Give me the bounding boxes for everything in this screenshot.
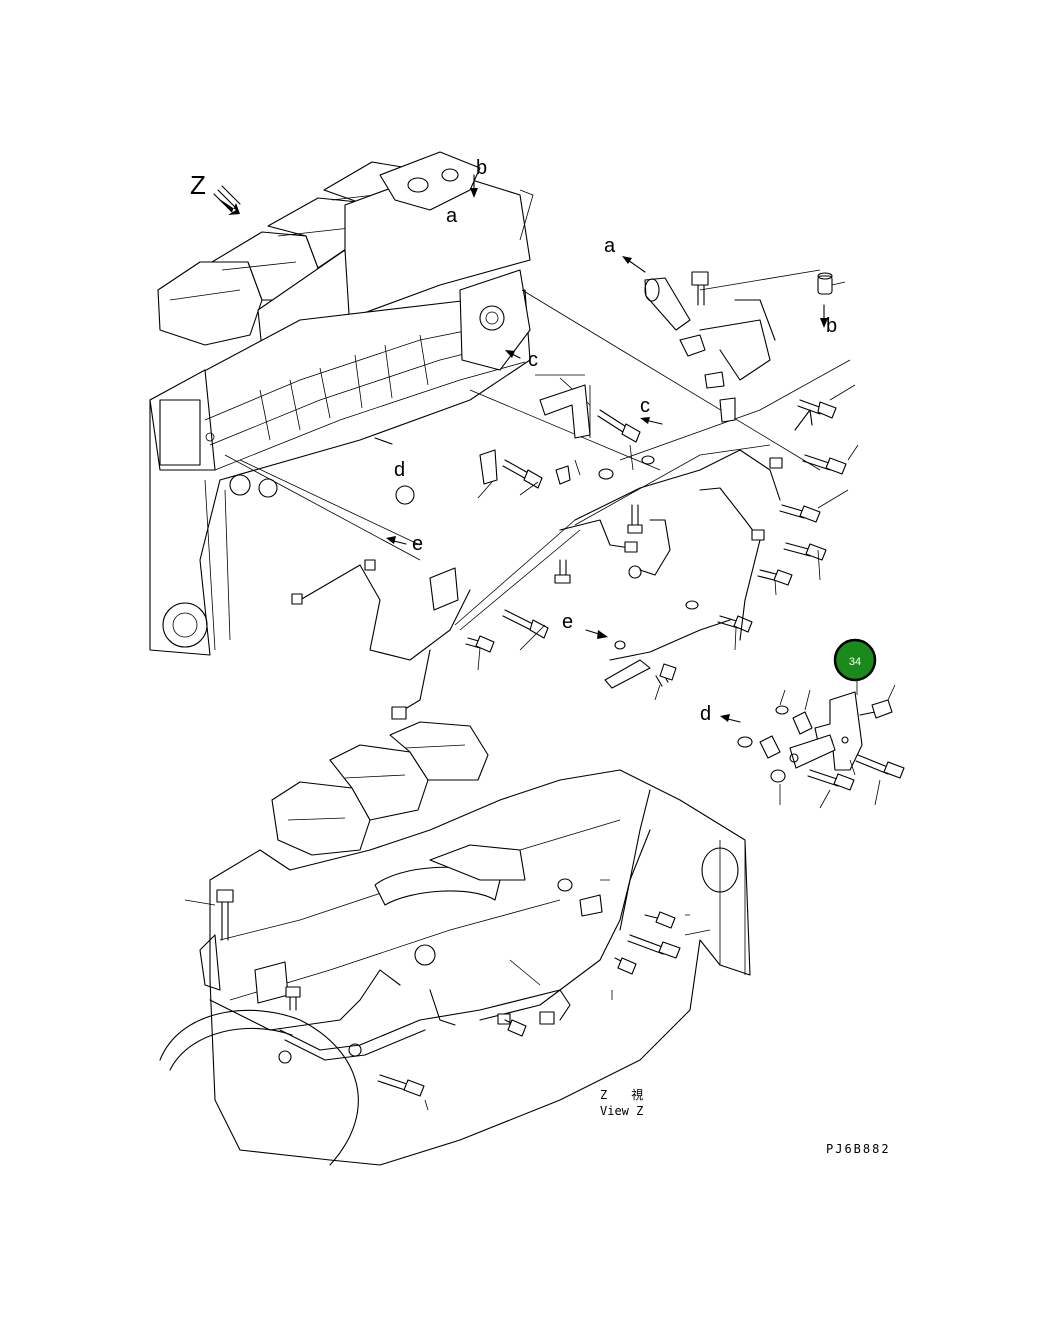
upper-exploded-parts [465,271,847,689]
bolt-1 [597,409,641,443]
bolt-10 [717,615,753,633]
letter-labels: a a b b c c d d e e [374,157,837,725]
view-caption-jp: Z 視 [600,1087,643,1102]
part-callout-circle[interactable] [833,638,877,682]
part-callout-number[interactable]: 34 [849,656,861,668]
bolt-4 [802,454,847,475]
bolt-2 [502,459,543,489]
upper-leader-ticks [477,281,859,701]
bolt-18 [377,1074,425,1097]
bolt-12 [627,504,643,534]
bolt-9 [465,635,495,653]
label-b-top: b [476,157,487,179]
upper-leader-lines [224,189,851,631]
bolt-3 [797,399,837,419]
bolt-5 [779,504,821,523]
upper-engine-block [149,151,531,720]
label-c-right: c [640,395,650,417]
bracket-assembly-34 [737,678,905,809]
label-c-mid: c [528,349,538,371]
bolt-11 [655,663,677,687]
bolt-16 [627,934,681,959]
view-z-label: Z [190,170,206,200]
bolt-13 [554,559,571,584]
bolt-15 [285,986,301,1011]
view-z-arrow: Z [190,170,241,215]
label-e-right: e [562,611,573,633]
label-d-left: d [394,459,405,481]
part-callout-34[interactable]: 34 [833,638,877,682]
bolt-8 [502,609,549,639]
lower-engine-view-z [159,721,751,1166]
bolt-14 [216,889,234,941]
label-b-right: b [826,315,837,337]
view-caption-en: View Z [600,1104,643,1118]
label-a-top: a [446,205,458,227]
bolt-22 [807,769,855,791]
bolt-17 [644,911,676,929]
drawing-code: PJ6B882 [826,1142,891,1156]
bolt-6 [783,542,827,561]
bolt-19 [504,1019,527,1037]
label-a-arrow: a [604,235,616,257]
bolt-20 [614,957,637,975]
label-d-right: d [700,703,711,725]
label-e-left: e [412,533,423,555]
bolt-21 [859,699,893,719]
bolt-23 [855,754,905,779]
